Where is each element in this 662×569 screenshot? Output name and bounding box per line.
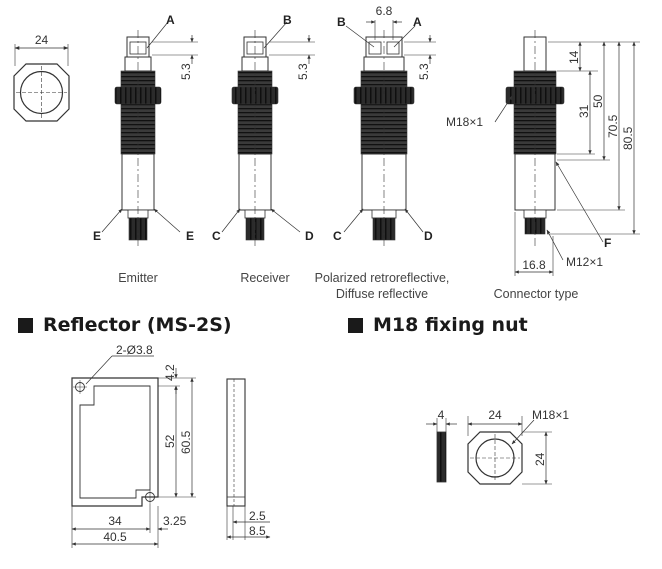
reflector-heading: Reflector (MS-2S) (18, 314, 232, 336)
marker-d-polarized: D (424, 229, 433, 243)
nut-side-view (426, 418, 457, 483)
reflector-dim-4-2: 4.2 (163, 364, 177, 381)
marker-c-receiver: C (212, 229, 221, 243)
reflector-dim-34: 34 (108, 514, 122, 528)
marker-c-polarized: C (333, 229, 342, 243)
conn-dim-31: 31 (577, 104, 591, 118)
reflector-dim-8-5: 8.5 (249, 524, 266, 538)
conn-dim-50: 50 (591, 94, 605, 108)
marker-e-right: E (186, 229, 194, 243)
reflector-dim-40-5: 40.5 (103, 530, 127, 544)
marker-a-emitter: A (166, 13, 175, 27)
reflector-hole-dim: 2-Ø3.8 (116, 343, 153, 357)
reflector-dim-3-25: 3.25 (163, 514, 187, 528)
reflector-dim-2-5: 2.5 (249, 509, 266, 523)
caption-receiver: Receiver (240, 271, 289, 285)
nut-width-dim: 24 (488, 408, 502, 422)
polarized-tip-dim: 5.3 (417, 63, 431, 80)
nut-thickness-dim: 4 (438, 408, 445, 422)
conn-dim-14: 14 (567, 50, 581, 64)
marker-b-receiver: B (283, 13, 292, 27)
emitter-sensor (101, 21, 198, 248)
marker-b-polarized: B (337, 15, 346, 29)
reflector-side-view (226, 378, 271, 540)
nut-heading-text: M18 fixing nut (373, 314, 528, 336)
caption-connector: Connector type (494, 287, 579, 301)
nut-front-view (467, 416, 552, 485)
reflector-dim-60-5: 60.5 (179, 430, 193, 454)
polarized-sensor (343, 20, 436, 248)
caption-polarized-1: Polarized retroreflective, (315, 271, 450, 285)
sensor-face-view (13, 44, 70, 122)
nut-height-dim: 24 (533, 452, 547, 466)
marker-f-connector: F (604, 236, 611, 250)
nut-thread-dim: M18×1 (532, 408, 569, 422)
conn-dim-80-5: 80.5 (621, 126, 635, 150)
nut-heading: M18 fixing nut (348, 314, 528, 336)
reflector-heading-text: Reflector (MS-2S) (43, 314, 232, 336)
caption-polarized-2: Diffuse reflective (336, 287, 428, 301)
face-width-dim: 24 (35, 33, 49, 47)
heading-bullet-icon (348, 317, 363, 333)
receiver-sensor (221, 21, 315, 248)
heading-bullet-icon (18, 317, 33, 333)
reflector-front-view (71, 355, 196, 548)
marker-a-polarized: A (413, 15, 422, 29)
polarized-tip-width-dim: 6.8 (376, 4, 393, 18)
marker-d-receiver: D (305, 229, 314, 243)
emitter-tip-dim: 5.3 (179, 63, 193, 80)
caption-emitter: Emitter (118, 271, 158, 285)
reflector-dim-52: 52 (163, 434, 177, 448)
connector-sensor (494, 30, 640, 276)
marker-e-left: E (93, 229, 101, 243)
conn-thread-m12: M12×1 (566, 255, 603, 269)
conn-thread-m18: M18×1 (446, 115, 483, 129)
conn-dim-70-5: 70.5 (606, 114, 620, 138)
conn-dim-16-8: 16.8 (522, 258, 546, 272)
receiver-tip-dim: 5.3 (296, 63, 310, 80)
